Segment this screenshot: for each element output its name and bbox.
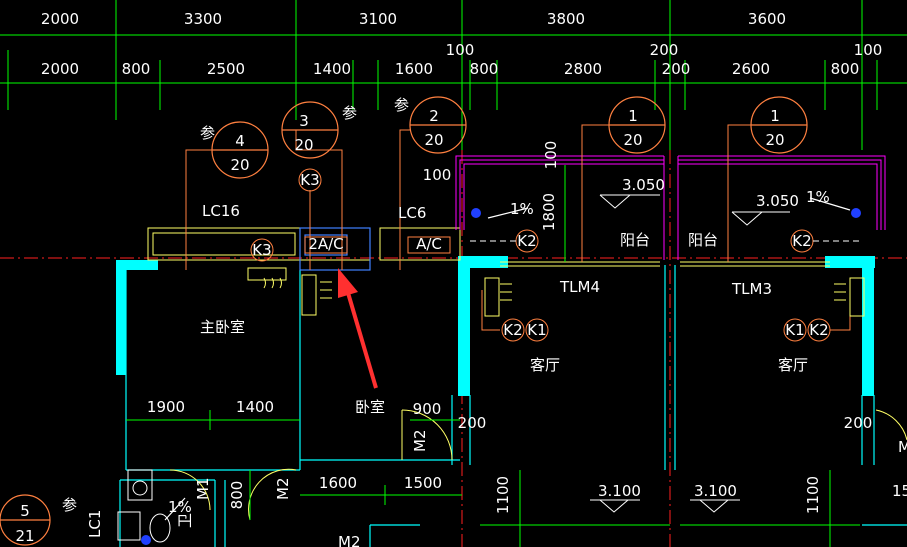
callout-5-den: 21 — [15, 527, 34, 545]
dim-small-3: 200 — [662, 60, 691, 78]
dim-mid-9: 800 — [831, 60, 860, 78]
room-master-bedroom: 主卧室 — [200, 318, 245, 336]
slope-arrows — [164, 197, 851, 521]
slope-left: 1% — [510, 200, 534, 218]
walls — [116, 256, 907, 547]
dim-mid-5: 1600 — [395, 60, 433, 78]
elevation-balcony-left: 3.050 — [622, 176, 665, 194]
dim-1600: 1600 — [319, 474, 357, 492]
ac-tag-k2-d: K2 — [809, 321, 828, 339]
ac-tag-k2-a: K2 — [517, 232, 536, 250]
dim-partial-right: 15 — [892, 482, 907, 500]
dim-top-3: 3100 — [359, 10, 397, 28]
dim-mid-4: 1400 — [313, 60, 351, 78]
callout-3-num: 3 — [299, 112, 309, 130]
callout-5-num: 5 — [20, 502, 30, 520]
callout-4-ref: 参 — [200, 124, 215, 142]
callout-2-num: 2 — [429, 107, 439, 125]
room-balcony-right: 阳台 — [688, 231, 718, 249]
slope-bath: 1% — [168, 498, 192, 516]
dimension-lines — [0, 0, 907, 150]
callout-1b-den: 20 — [765, 131, 784, 149]
ac-unit-icons — [263, 274, 865, 317]
callout-1a-den: 20 — [623, 131, 642, 149]
red-arrow-icon — [338, 268, 378, 389]
ac-tag-k3-a: K3 — [300, 171, 319, 189]
ac-tag-k2-b: K2 — [792, 232, 811, 250]
callout-1a-num: 1 — [628, 107, 638, 125]
dim-800-vertical: 800 — [228, 481, 246, 510]
door-label-tlm4: TLM4 — [559, 278, 600, 296]
window-label-lc16: LC16 — [202, 202, 240, 220]
dim-top-5: 3600 — [748, 10, 786, 28]
elevation-markers — [590, 194, 790, 513]
door-tag-m2-c: M2 — [338, 533, 361, 547]
dim-100-vertical: 100 — [542, 141, 560, 170]
balcony-rails — [455, 155, 886, 260]
door-tag-m2-right: M2 — [898, 438, 907, 456]
door-tag-m2-a: M2 — [411, 430, 429, 453]
callout-2-ref: 参 — [394, 96, 409, 114]
dim-small-2: 200 — [650, 41, 679, 59]
dim-mid-6: 800 — [470, 60, 499, 78]
dim-1400: 1400 — [236, 398, 274, 416]
dim-top-4: 3800 — [547, 10, 585, 28]
ac-tag-k1-a: K1 — [527, 321, 546, 339]
callout-3-den: 20 — [294, 136, 313, 154]
ac-box-2ac: 2A/C — [308, 235, 343, 253]
door-swings — [169, 409, 907, 521]
ac-boxes — [304, 236, 451, 254]
window-label-lc6: LC6 — [398, 204, 426, 222]
drain-markers — [141, 208, 861, 545]
dim-top-1: 2000 — [41, 10, 79, 28]
dim-1800: 1800 — [540, 193, 558, 231]
dim-small-4: 100 — [854, 41, 883, 59]
ac-tag-k2-c: K2 — [503, 321, 522, 339]
callout-3-ref: 参 — [342, 104, 357, 122]
ac-tag-k3-b: K3 — [252, 241, 271, 259]
dim-mid-8: 2600 — [732, 60, 770, 78]
callout-4-num: 4 — [235, 132, 245, 150]
dim-1500: 1500 — [404, 474, 442, 492]
callout-circles — [0, 96, 808, 546]
room-living-right: 客厅 — [778, 356, 808, 374]
dim-mid-1: 2000 — [41, 60, 79, 78]
dim-mid-3: 2500 — [207, 60, 245, 78]
elevation-bottom-right: 3.100 — [694, 482, 737, 500]
dim-200-left: 200 — [458, 414, 487, 432]
room-bedroom: 卧室 — [355, 398, 385, 416]
door-tag-m1: M1 — [194, 478, 212, 501]
room-bath: 卫 — [176, 513, 194, 528]
dim-mid-2: 800 — [122, 60, 151, 78]
dim-200-right: 200 — [844, 414, 873, 432]
dim-1100-left: 1100 — [494, 476, 512, 514]
room-balcony-left: 阳台 — [620, 231, 650, 249]
callout-4-den: 20 — [230, 156, 249, 174]
dim-1900: 1900 — [147, 398, 185, 416]
door-tag-m2-b: M2 — [274, 478, 292, 501]
room-living-left: 客厅 — [530, 356, 560, 374]
dim-small-1: 100 — [446, 41, 475, 59]
elevation-balcony-right: 3.050 — [756, 192, 799, 210]
dim-1100-right: 1100 — [804, 476, 822, 514]
slope-right: 1% — [806, 188, 830, 206]
door-label-tlm3: TLM3 — [731, 280, 772, 298]
dim-100-side: 100 — [423, 166, 452, 184]
toilet-fixtures — [117, 469, 171, 543]
dim-top-2: 3300 — [184, 10, 222, 28]
dim-mid-7: 2800 — [564, 60, 602, 78]
callout-5-ref: 参 — [62, 496, 77, 514]
callout-2-den: 20 — [424, 131, 443, 149]
dim-900: 900 — [413, 400, 442, 418]
callout-1b-num: 1 — [770, 107, 780, 125]
ac-tag-k1-b: K1 — [785, 321, 804, 339]
inner-dimension-lines — [126, 165, 860, 547]
window-label-lc1: LC1 — [86, 510, 104, 538]
elevation-bottom-left: 3.100 — [598, 482, 641, 500]
ac-box-ac: A/C — [416, 235, 442, 253]
